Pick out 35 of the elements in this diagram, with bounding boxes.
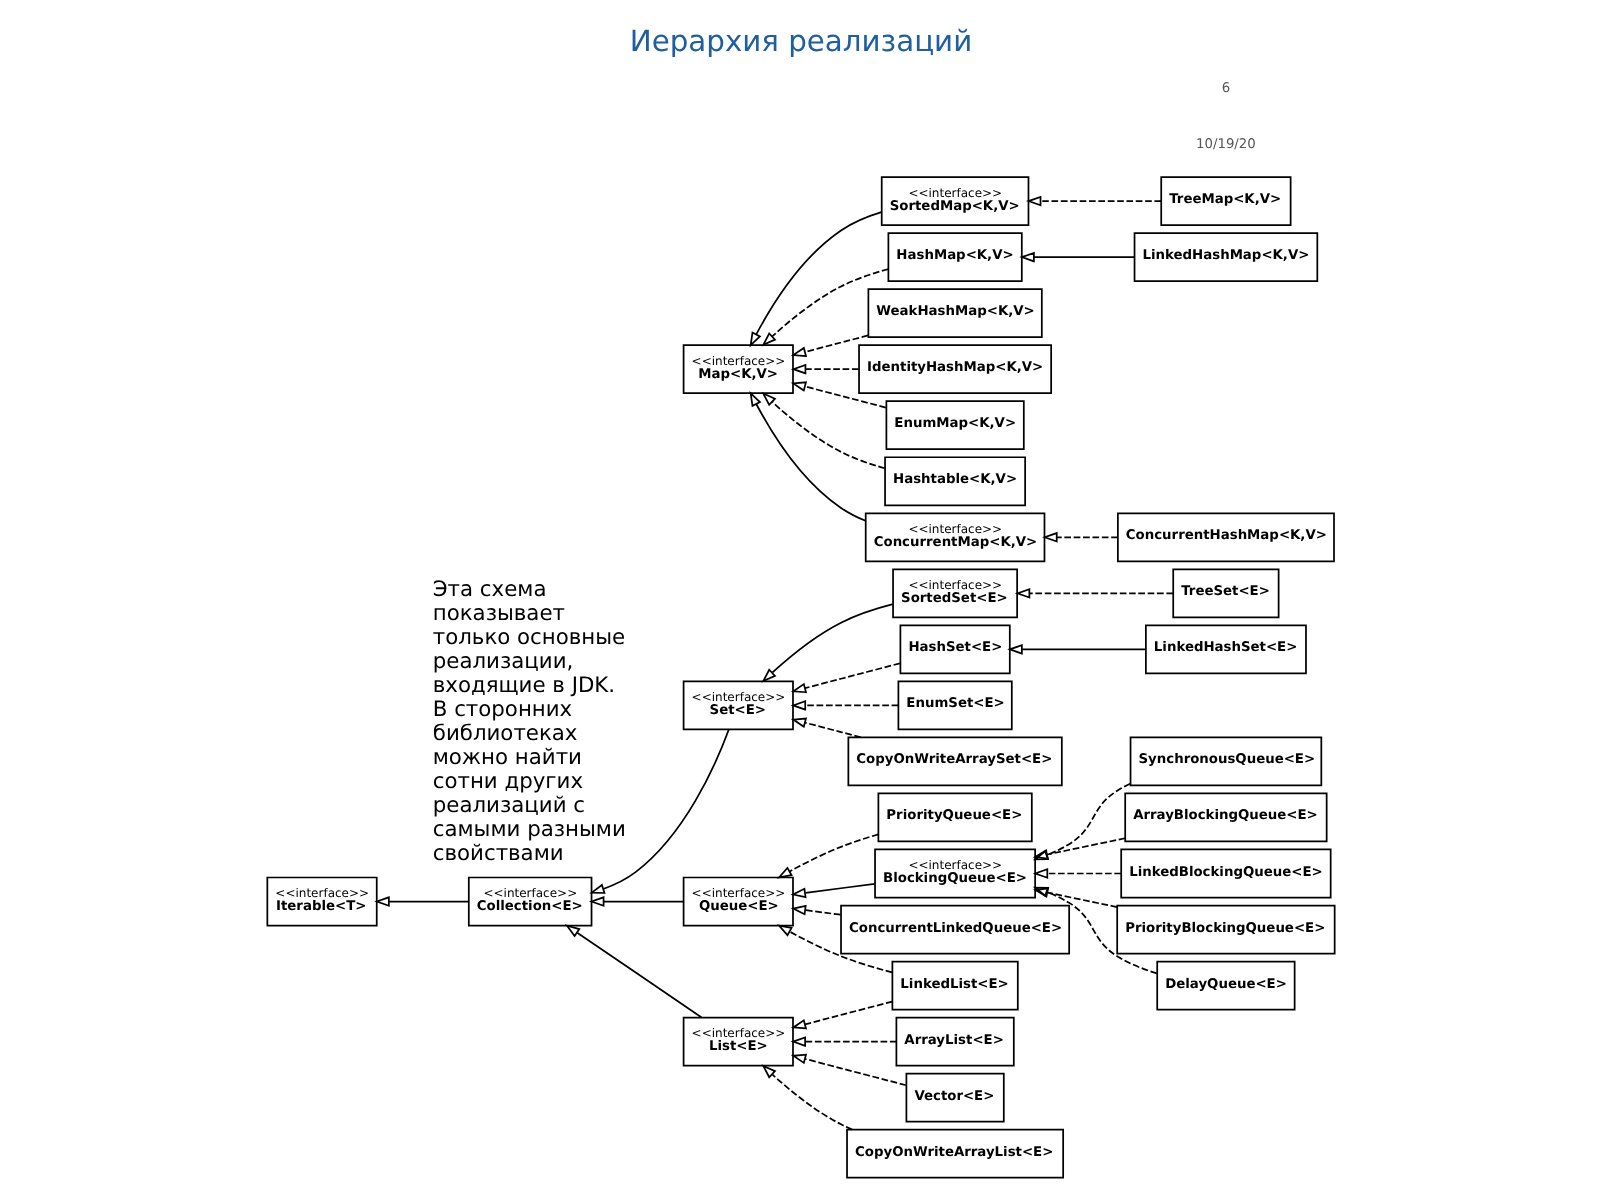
arrow (760, 268, 889, 347)
arrow (789, 700, 898, 711)
arrow (1024, 195, 1161, 207)
arrow (789, 883, 875, 899)
arrow (1031, 837, 1125, 860)
arrow (373, 896, 469, 907)
arrow (775, 924, 892, 974)
arrow (760, 1064, 853, 1131)
arrow (789, 334, 869, 357)
arrow (587, 896, 684, 907)
arrow (789, 1000, 893, 1030)
arrow (1006, 643, 1146, 655)
arrow (1031, 887, 1117, 908)
arrow (789, 381, 886, 409)
arrow (760, 391, 885, 470)
arrow (789, 904, 841, 916)
arrow (775, 833, 879, 879)
arrow (1031, 886, 1157, 975)
arrow (748, 211, 882, 348)
arrow (1018, 251, 1135, 263)
arrow (789, 717, 861, 739)
arrow (1013, 587, 1173, 599)
arrow (1041, 531, 1118, 543)
arrow (789, 363, 859, 375)
arrow (789, 1053, 906, 1087)
diagram-title: Иерархия реализаций (628, 25, 972, 60)
arrow (789, 662, 900, 694)
arrow (588, 728, 729, 894)
arrow (1031, 782, 1130, 861)
label: Эта схема показывает только основные реализации, входящие в JDK. В сторонних библиотеках можно найти сотни других реализаций с самыми разными свойствами (431, 575, 625, 866)
arrow (760, 603, 893, 683)
arrow (748, 390, 866, 522)
arrow (563, 924, 702, 1019)
arrow (789, 1036, 897, 1048)
arrow (1031, 868, 1121, 879)
